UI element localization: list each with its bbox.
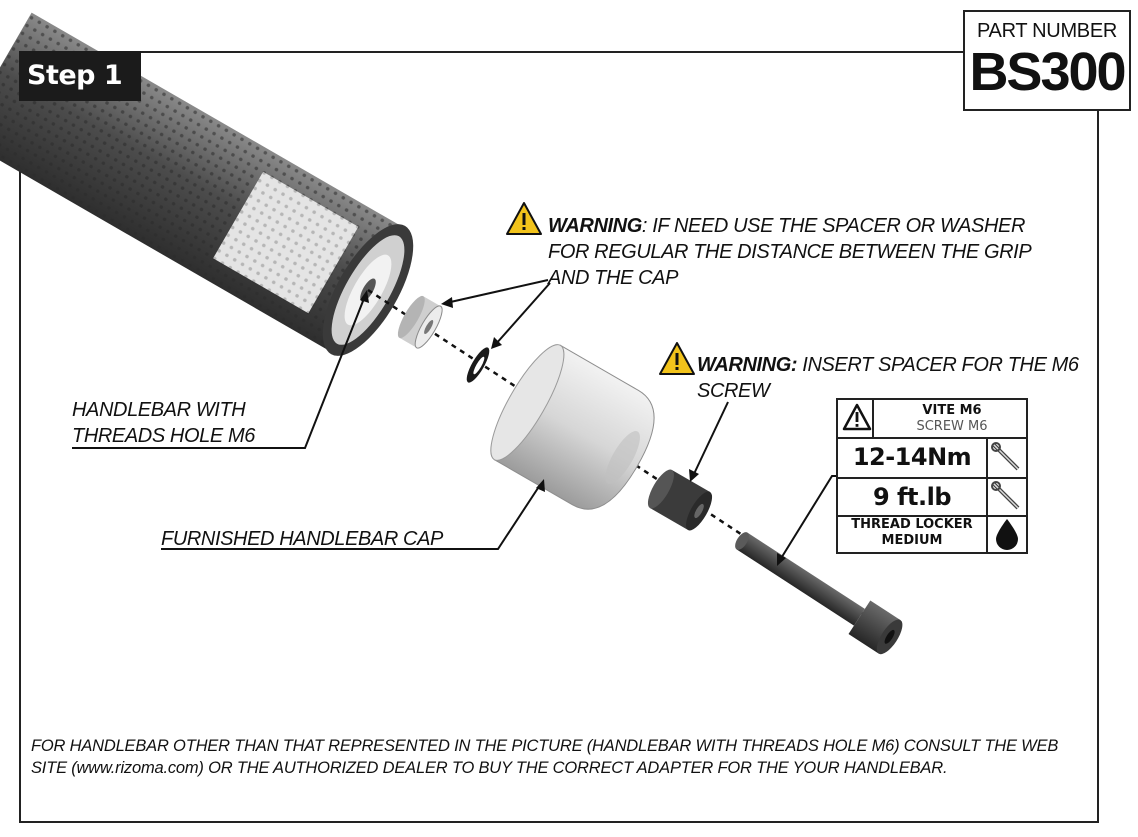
warning-outline-icon <box>842 403 872 431</box>
spacer-part <box>397 295 443 349</box>
arrowhead <box>360 290 369 303</box>
handlebar-label: HANDLEBAR WITH THREADS HOLE M6 <box>72 397 332 449</box>
torque-ftlb-value: 9 ft.lb <box>838 477 988 515</box>
washer-part <box>466 347 490 383</box>
handlebar-cap-part <box>490 344 655 510</box>
warning-triangle-icon <box>506 202 542 235</box>
torque-row-thread-locker: THREAD LOCKER MEDIUM <box>838 515 1026 552</box>
torque-wrench-icon <box>991 481 1020 510</box>
step-label: Step 1 <box>19 51 141 101</box>
arrowhead <box>689 469 699 482</box>
arrowhead <box>491 337 502 349</box>
part-number-label: PART NUMBER <box>976 20 1118 42</box>
warning2-arrow <box>692 401 729 477</box>
handlebar-leader <box>72 295 366 449</box>
m6-spacer-part <box>647 469 713 531</box>
warning-spacer-washer: WARNING: IF NEED USE THE SPACER OR WASHE… <box>548 213 1068 291</box>
torque-spec-table: VITE M6 SCREW M6 12-14Nm 9 ft.lb THREAD … <box>836 398 1028 554</box>
part-number: BS300 <box>969 42 1126 102</box>
torque-row-nm: 12-14Nm <box>838 437 1026 479</box>
handlebar-label-line1: HANDLEBAR WITH <box>72 399 246 421</box>
footer-note: FOR HANDLEBAR OTHER THAN THAT REPRESENTE… <box>31 737 1059 777</box>
warning1-arrow-spacer <box>445 279 549 304</box>
warning-triangle-icon <box>659 342 695 375</box>
warning1-arrow-washer <box>494 282 551 346</box>
warning-bold: WARNING: <box>697 354 798 376</box>
arrowhead <box>777 553 786 566</box>
warning-m6-spacer: WARNING: INSERT SPACER FOR THE M6 SCREW <box>697 352 1087 404</box>
torque-wrench-icon <box>991 442 1020 471</box>
warning-bold: WARNING <box>548 215 642 237</box>
vite-label: VITE M6 <box>922 403 982 418</box>
warning-text: : IF NEED USE THE SPACER OR WASHER FOR R… <box>548 215 1031 289</box>
torque-row-screw: VITE M6 SCREW M6 <box>838 400 1026 439</box>
m6-screw-part <box>735 532 903 655</box>
torque-nm-value: 12-14Nm <box>838 437 988 477</box>
cap-label: FURNISHED HANDLEBAR CAP <box>161 528 443 550</box>
torque-leader <box>779 475 836 561</box>
thread-locker-line2: MEDIUM <box>881 533 943 548</box>
assembly-axis <box>367 288 881 627</box>
thread-locker-label: THREAD LOCKER MEDIUM <box>838 515 988 552</box>
arrowhead <box>536 479 545 492</box>
warning-text: INSERT SPACER FOR THE M6 SCREW <box>697 354 1079 402</box>
drop-icon <box>996 519 1018 550</box>
screw-label: SCREW M6 <box>916 419 988 434</box>
arrowhead <box>441 297 453 308</box>
torque-row-ftlb: 9 ft.lb <box>838 477 1026 517</box>
cap-leader <box>161 484 541 550</box>
handlebar-label-line2: THREADS HOLE M6 <box>72 425 255 447</box>
thread-locker-line1: THREAD LOCKER <box>851 517 973 532</box>
part-number-box: PART NUMBER BS300 <box>963 10 1131 111</box>
